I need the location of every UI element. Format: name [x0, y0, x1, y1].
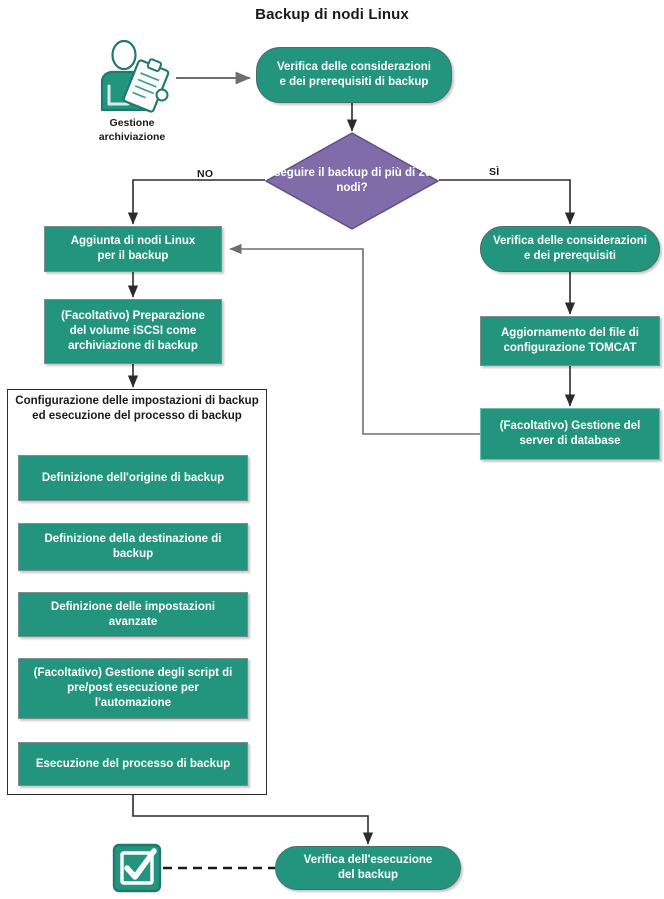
group-title: Configurazione delle impostazioni di bac… [12, 394, 262, 424]
node-line-2: del volume iSCSI come [69, 325, 197, 338]
node-aggiornamento-file-tomcat[interactable]: Aggiornamento del file di configurazione… [480, 316, 660, 366]
node-line-1: (Facoltativo) Gestione del [499, 420, 641, 433]
node-line-2: configurazione TOMCAT [503, 342, 637, 354]
actor-caption-line1: Gestione [109, 117, 155, 129]
node-line-1: Definizione dell'origine di backup [41, 471, 225, 484]
node-line-1: (Facoltativo) Gestione degli script di [33, 667, 233, 680]
node-definizione-origine-backup[interactable]: Definizione dell'origine di backup [18, 455, 248, 501]
decision-eseguire-backup-piu-200-nodi[interactable]: Eseguire il backup di più di 200 nodi? [264, 131, 440, 231]
node-line-1: Verifica delle considerazioni [492, 235, 648, 248]
edge-label-no: NO [197, 168, 214, 180]
node-definizione-impostazioni-avanzate[interactable]: Definizione delle impostazioni avanzate [18, 592, 248, 637]
node-line-2: per il backup [97, 250, 169, 262]
node-line-2: server di database [519, 435, 621, 447]
node-line-1: Aggiornamento del file di [500, 327, 639, 340]
node-verifica-considerazioni-prerequisiti[interactable]: Verifica delle considerazioni e dei prer… [480, 226, 660, 272]
node-line-1: Aggiunta di nodi Linux [70, 235, 196, 248]
node-verifica-considerazioni-prerequisiti-backup[interactable]: Verifica delle considerazioni e dei prer… [256, 47, 452, 103]
person-with-clipboard-icon [88, 38, 176, 116]
node-line-1: (Facoltativo) Preparazione [61, 310, 205, 323]
node-line-2: e dei prerequisiti di backup [279, 76, 429, 88]
node-line-1: Esecuzione del processo di backup [35, 757, 231, 770]
node-verifica-esecuzione-backup[interactable]: Verifica dell'esecuzione del backup [275, 846, 461, 890]
node-preparazione-volume-iscsi[interactable]: (Facoltativo) Preparazione del volume iS… [44, 299, 222, 364]
node-line-1: Definizione delle impostazioni [50, 600, 216, 613]
edge-label-si: SÌ [489, 166, 500, 178]
node-line-2: backup [112, 548, 154, 560]
node-line-3: archiviazione di backup [68, 339, 198, 352]
edge-db-to-addnodes [229, 243, 480, 435]
node-gestione-server-database[interactable]: (Facoltativo) Gestione del server di dat… [480, 408, 660, 460]
actor-caption-line2: archiviazione [98, 131, 166, 144]
node-definizione-destinazione-backup[interactable]: Definizione della destinazione di backup [18, 523, 248, 571]
node-gestione-script-pre-post[interactable]: (Facoltativo) Gestione degli script di p… [18, 658, 248, 719]
node-line-1: Verifica dell'esecuzione [303, 854, 433, 867]
actor-caption: Gestione archiviazione [80, 116, 184, 144]
edge-decision-yes [439, 179, 576, 225]
edge-decision-no [127, 179, 265, 225]
node-line-1: Definizione della destinazione di [44, 533, 222, 546]
node-line-2: avanzate [108, 615, 158, 628]
node-line-1: Verifica delle considerazioni [276, 61, 432, 74]
node-line-2: e dei prerequisiti [523, 250, 616, 262]
node-line-2: del backup [337, 869, 399, 881]
checkbox-checked-icon [112, 843, 162, 893]
group-title-line2: backup ed esecuzione del processo di [32, 395, 259, 422]
group-title-line1: Configurazione delle impostazioni di [15, 395, 216, 407]
node-line-2: pre/post esecuzione per [67, 682, 199, 695]
node-line-3: l'automazione [94, 696, 172, 709]
group-title-line3: backup [201, 409, 242, 422]
node-aggiunta-nodi-linux[interactable]: Aggiunta di nodi Linux per il backup [44, 226, 222, 272]
page-title: Backup di nodi Linux [255, 6, 409, 23]
node-esecuzione-processo-backup[interactable]: Esecuzione del processo di backup [18, 742, 248, 786]
